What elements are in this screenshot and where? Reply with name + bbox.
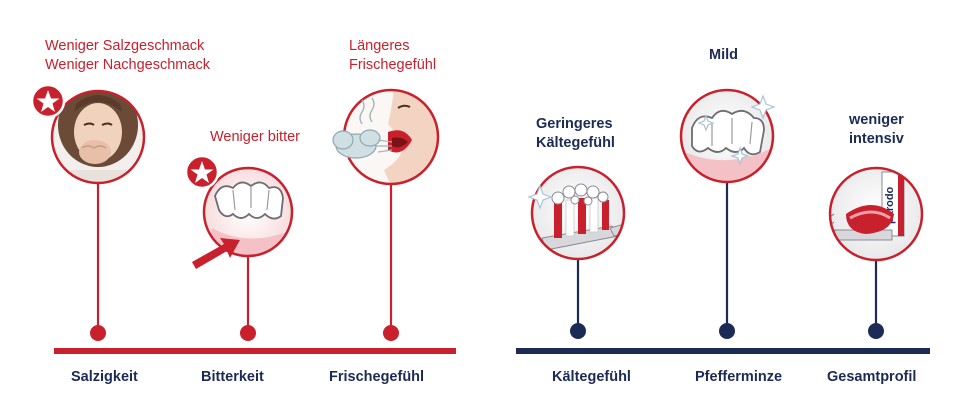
- callout-gesamtprofil: weniger intensiv: [849, 112, 904, 147]
- dot-salzigkeit: [90, 325, 106, 341]
- arrow-icon: [192, 238, 240, 269]
- dot-kaeltegefuehl: [570, 323, 586, 339]
- axis-label-pfefferminze: Pfefferminze: [695, 369, 783, 385]
- axis-label-frischegefuehl: Frischegefühl: [329, 369, 425, 385]
- callout-pfefferminze: Mild: [709, 47, 738, 63]
- axis-label-bitterkeit: Bitterkeit: [201, 369, 264, 385]
- dot-bitterkeit: [240, 325, 256, 341]
- fresh-breath-icon: [332, 88, 440, 186]
- callout-salzigkeit: Weniger Salzgeschmack Weniger Nachgeschm…: [45, 38, 210, 73]
- toothbrush-foam-icon: [527, 165, 626, 261]
- dot-pfefferminze: [719, 323, 735, 339]
- callout-kaeltegefuehl: Geringeres Kältegefühl: [536, 116, 615, 151]
- dot-gesamtprofil: [868, 323, 884, 339]
- sparkle-icon: [730, 146, 750, 166]
- axis-label-salzigkeit: Salzigkeit: [71, 369, 138, 385]
- breath-cloud-icon: [332, 97, 393, 159]
- sparkle-icon: [697, 114, 715, 132]
- callout-frischegefuehl: Längeres Frischegefühl: [349, 38, 437, 73]
- teeth-arrow-icon: [184, 154, 294, 269]
- sparkle-icon: [527, 184, 553, 210]
- axis-label-kaeltegefuehl: Kältegefühl: [552, 369, 631, 385]
- axis-label-gesamtprofil: Gesamtprofil: [827, 369, 917, 385]
- callout-bitterkeit: Weniger bitter: [210, 129, 300, 145]
- sparkle-icon: [750, 94, 776, 120]
- grimacing-woman-icon: [30, 83, 146, 185]
- dot-frischegefuehl: [383, 325, 399, 341]
- sparkling-teeth-icon: [679, 88, 776, 184]
- toothpaste-brush-icon: parodo: [828, 166, 924, 262]
- left-axis-line: [54, 348, 456, 354]
- right-axis-line: [516, 348, 930, 354]
